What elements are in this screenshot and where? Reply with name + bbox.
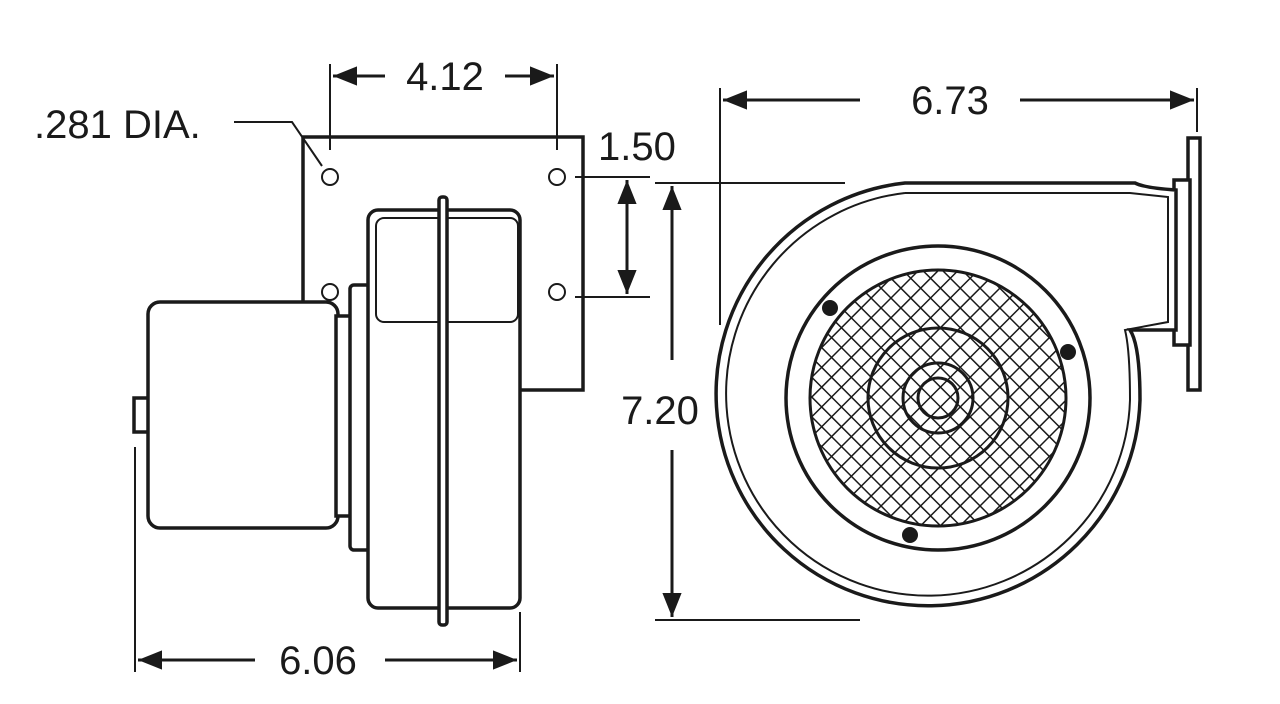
dim-label-4-12: 4.12 — [406, 55, 484, 99]
dim-label-1-50: 1.50 — [598, 125, 676, 169]
hub-outer — [901, 361, 975, 435]
side-view — [132, 135, 585, 627]
dim-6-06: 6.06 — [134, 447, 521, 683]
dim-label-6-06: 6.06 — [279, 639, 357, 683]
dim-4-12: 4.12 — [329, 55, 558, 150]
mounting-hole — [321, 168, 339, 186]
dim-hole-dia: .281 DIA. — [34, 103, 323, 167]
screw-dot — [902, 527, 918, 543]
grille-ring — [866, 326, 1010, 470]
dim-7-20: 7.20 — [621, 182, 860, 621]
dim-label-7-20: 7.20 — [621, 389, 699, 433]
dim-6-73: 6.73 — [719, 79, 1198, 325]
screw-dot — [1060, 344, 1076, 360]
mounting-hole — [548, 168, 566, 186]
mounting-hole — [321, 283, 339, 301]
housing-seam-rod — [437, 195, 449, 627]
mounting-hole — [548, 283, 566, 301]
hub-inner — [916, 376, 960, 420]
motor-body — [146, 300, 340, 530]
dim-label-hole-dia: .281 DIA. — [34, 103, 201, 147]
dim-1-50: 1.50 — [575, 125, 676, 298]
scroll-housing-inner — [725, 192, 1169, 597]
inlet-grille — [808, 268, 1068, 528]
dim-label-6-73: 6.73 — [911, 79, 989, 123]
front-view — [714, 136, 1202, 608]
screw-dot — [822, 300, 838, 316]
